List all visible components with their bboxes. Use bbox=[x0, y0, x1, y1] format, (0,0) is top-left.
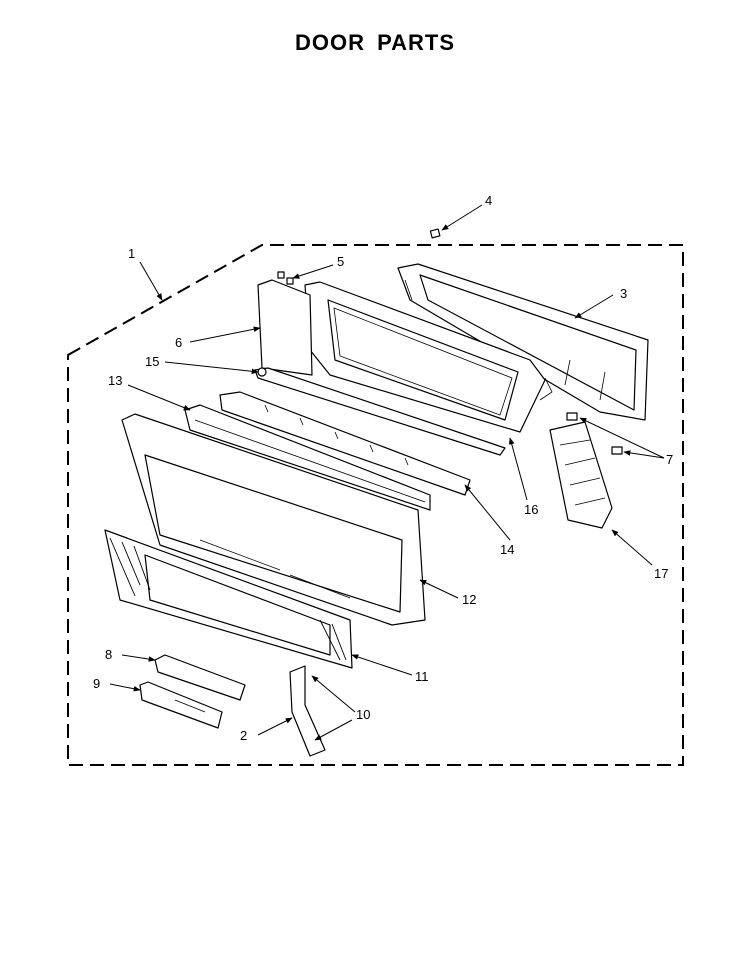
callout-12: 12 bbox=[462, 592, 476, 607]
leader-lines bbox=[109, 204, 665, 741]
part-16-window-frame bbox=[304, 281, 553, 433]
callout-5: 5 bbox=[337, 254, 344, 269]
part-2-handle-strap bbox=[289, 665, 326, 757]
part-3-door-frame bbox=[397, 263, 649, 421]
part-9-control-module bbox=[139, 681, 223, 729]
part-8-control-bracket bbox=[154, 654, 246, 701]
callout-17: 17 bbox=[654, 566, 668, 581]
callout-4: 4 bbox=[485, 193, 492, 208]
callout-9: 9 bbox=[93, 676, 100, 691]
callout-16: 16 bbox=[524, 502, 538, 517]
callout-3: 3 bbox=[620, 286, 627, 301]
callout-13: 13 bbox=[108, 373, 122, 388]
part-17-side-vent bbox=[549, 421, 613, 529]
callout-14: 14 bbox=[500, 542, 514, 557]
callout-15: 15 bbox=[145, 354, 159, 369]
callout-6: 6 bbox=[175, 335, 182, 350]
part-7-clips bbox=[566, 412, 623, 455]
callout-10: 10 bbox=[356, 707, 370, 722]
callout-7: 7 bbox=[666, 452, 673, 467]
assembly-boundary bbox=[67, 244, 684, 766]
callout-8: 8 bbox=[105, 647, 112, 662]
callout-11: 11 bbox=[415, 669, 429, 684]
part-11-glass-panel bbox=[104, 529, 353, 669]
part-12-front-panel bbox=[121, 413, 426, 626]
callout-2: 2 bbox=[240, 728, 247, 743]
part-13-upper-trim bbox=[184, 404, 431, 511]
part-5-hinge-clips bbox=[277, 271, 294, 285]
part-4-clip bbox=[429, 228, 441, 239]
part-6-side-panel bbox=[257, 279, 313, 376]
callout-1: 1 bbox=[128, 246, 135, 261]
page-title: DOOR PARTS bbox=[294, 30, 456, 55]
